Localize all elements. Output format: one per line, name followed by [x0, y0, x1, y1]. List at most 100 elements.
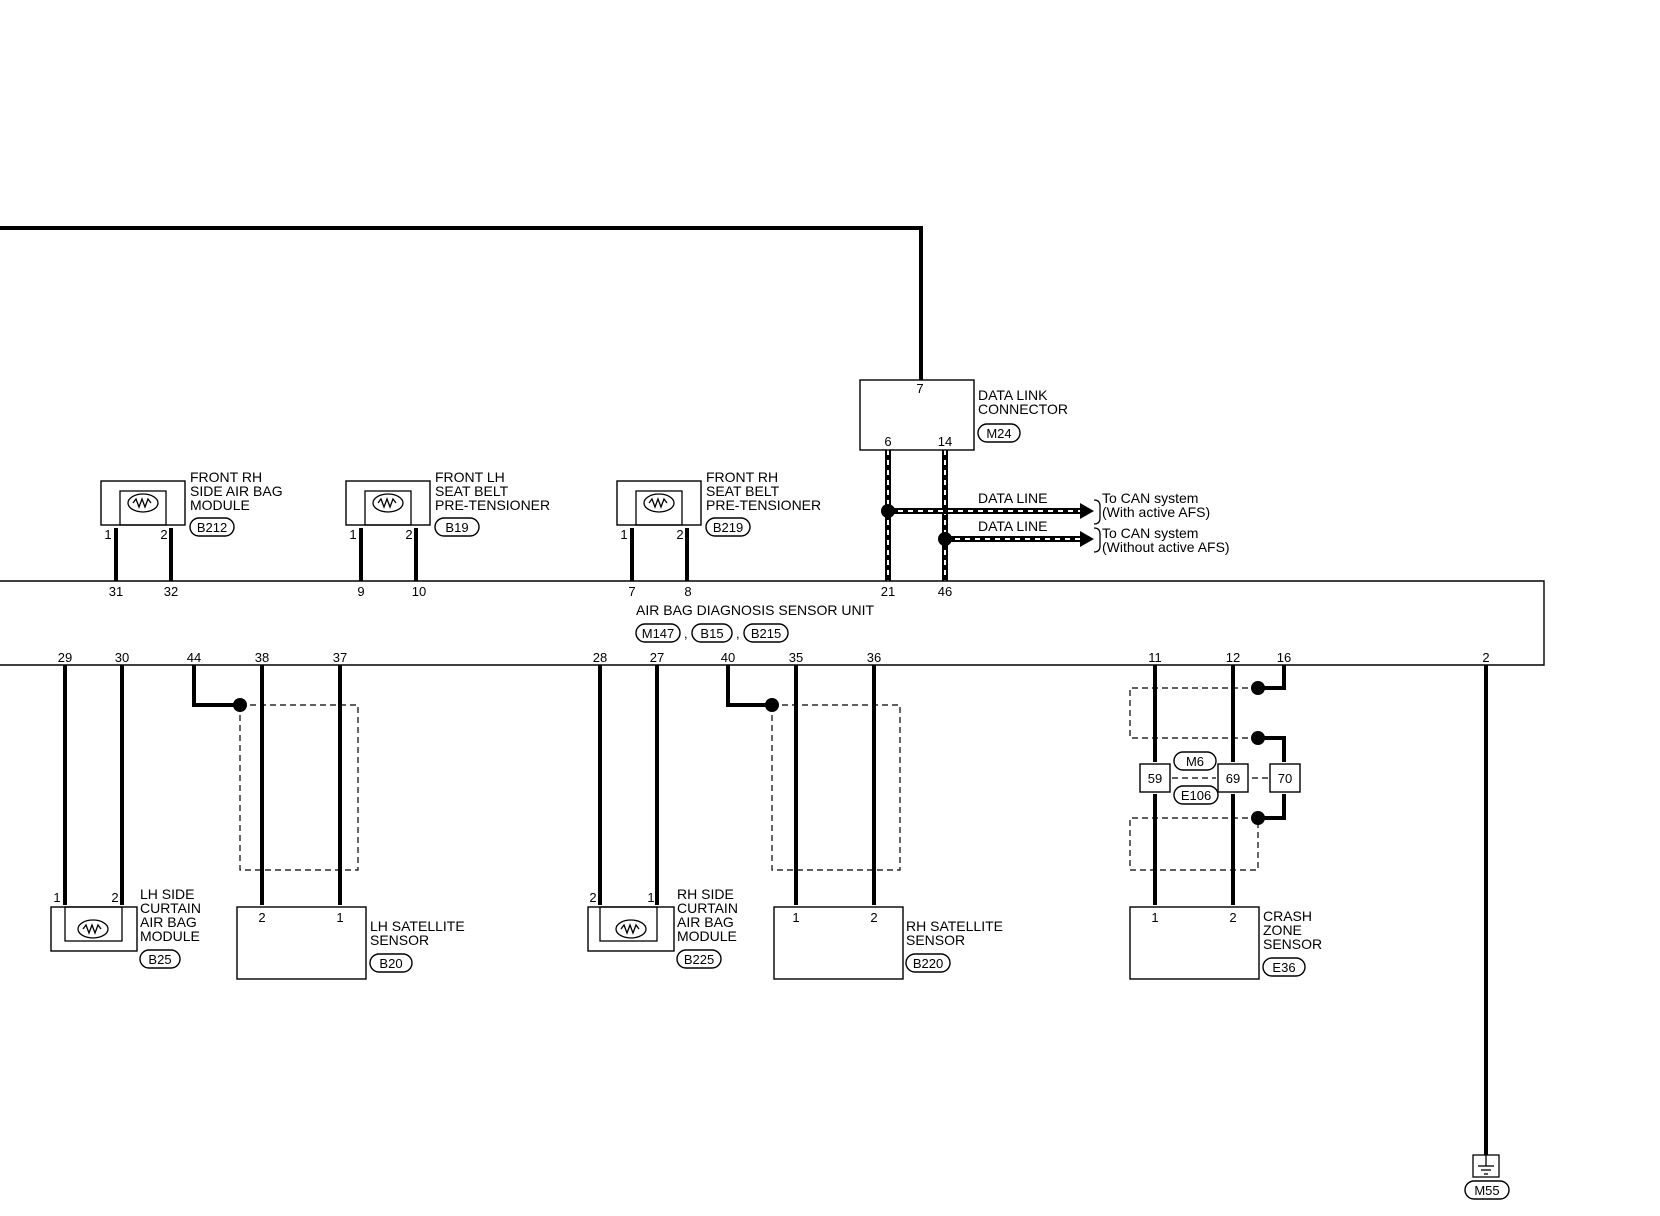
b225-pin-1: 1 [647, 890, 654, 905]
airbag-unit-separator-2: , [736, 626, 740, 641]
e36-pin-1: 1 [1151, 910, 1158, 925]
unit-pin-7: 7 [628, 584, 635, 599]
data-line-dest-2b: (Without active AFS) [1102, 539, 1230, 555]
b220-pin-1: 1 [792, 910, 799, 925]
unit-pin-38: 38 [255, 650, 269, 665]
b25-pin-2: 2 [111, 890, 118, 905]
b19-pin-2: 2 [405, 527, 412, 542]
b25-pin-1: 1 [53, 890, 60, 905]
joint-tag-e106: E106 [1181, 788, 1211, 803]
unit-pin-32: 32 [164, 584, 178, 599]
b212-name-2: SIDE AIR BAG [190, 483, 283, 499]
data-line-labels: DATA LINE DATA LINE To CAN system (With … [978, 490, 1230, 555]
b20-name-2: SENSOR [370, 932, 429, 948]
b212-pin-2: 2 [160, 527, 167, 542]
data-link-connector: 7 6 14 DATA LINK CONNECTOR M24 [859, 379, 1068, 451]
rh-side-curtain-airbag: 2 1 RH SIDE CURTAIN AIR BAG MODULE B225 [587, 886, 738, 969]
lh-satellite-sensor: 2 1 LH SATELLITE SENSOR B20 [236, 906, 465, 980]
unit-pin-28: 28 [593, 650, 607, 665]
e36-name-2: ZONE [1263, 922, 1302, 938]
squib-icon [643, 493, 675, 513]
airbag-unit-connector-1: M147 [642, 626, 675, 641]
front-rh-pretensioner: 1 2 FRONT RH SEAT BELT PRE-TENSIONER B21… [616, 469, 821, 542]
data-line-dest-1a: To CAN system [1102, 490, 1198, 506]
b19-connector-tag: B19 [445, 520, 468, 535]
b212-name-3: MODULE [190, 497, 250, 513]
b25-name-4: MODULE [140, 928, 200, 944]
rh-satellite-sensor: 1 2 RH SATELLITE SENSOR B220 [773, 906, 1003, 980]
b212-pin-1: 1 [104, 527, 111, 542]
unit-pin-37: 37 [333, 650, 347, 665]
unit-pin-27: 27 [650, 650, 664, 665]
b219-pin-1: 1 [620, 527, 627, 542]
e36-name-3: SENSOR [1263, 936, 1322, 952]
shield-rh-satellite [771, 704, 901, 871]
b219-name-3: PRE-TENSIONER [706, 497, 821, 513]
b219-connector-tag: B219 [713, 520, 743, 535]
joint-pin-69: 69 [1226, 771, 1240, 786]
unit-pin-16: 16 [1277, 650, 1291, 665]
b225-connector-tag: B225 [684, 952, 714, 967]
unit-pin-8: 8 [684, 584, 691, 599]
b20-name-1: LH SATELLITE [370, 918, 465, 934]
b19-name-3: PRE-TENSIONER [435, 497, 550, 513]
b19-name-1: FRONT LH [435, 469, 505, 485]
unit-pin-44: 44 [187, 650, 201, 665]
wire-pin40-shield [726, 665, 772, 707]
e36-connector-tag: E36 [1272, 960, 1295, 975]
dlc-name-1: DATA LINK [978, 387, 1048, 403]
unit-pin-10: 10 [412, 584, 426, 599]
b225-pin-2: 2 [589, 890, 596, 905]
b212-connector-tag: B212 [197, 520, 227, 535]
dlc-pin-6: 6 [884, 434, 891, 449]
wire-shield-70 [1258, 736, 1286, 762]
b25-name-3: AIR BAG [140, 914, 197, 930]
b20-connector-tag: B20 [379, 956, 402, 971]
b219-name-1: FRONT RH [706, 469, 778, 485]
ground-connector-tag: M55 [1474, 1183, 1499, 1198]
can-lines [881, 450, 1094, 581]
dlc-name-2: CONNECTOR [978, 401, 1068, 417]
dlc-connector-tag: M24 [986, 426, 1011, 441]
squib-icon [77, 919, 109, 939]
b19-name-2: SEAT BELT [435, 483, 509, 499]
b225-name-3: AIR BAG [677, 914, 734, 930]
ground-m55: M55 [1464, 1154, 1510, 1200]
airbag-diagnosis-sensor-unit: AIR BAG DIAGNOSIS SENSOR UNIT M147 , B15… [0, 580, 1545, 666]
b219-name-2: SEAT BELT [706, 483, 780, 499]
unit-pin-29: 29 [58, 650, 72, 665]
b20-pin-1: 1 [336, 910, 343, 925]
unit-pin-30: 30 [115, 650, 129, 665]
airbag-unit-name: AIR BAG DIAGNOSIS SENSOR UNIT [636, 602, 874, 618]
b225-name-4: MODULE [677, 928, 737, 944]
b220-connector-tag: B220 [913, 956, 943, 971]
joint-connector: 59 69 70 M6 E106 [1139, 751, 1301, 805]
b219-pin-2: 2 [676, 527, 683, 542]
unit-pin-46: 46 [938, 584, 952, 599]
squib-icon [372, 493, 404, 513]
joint-pin-70: 70 [1278, 771, 1292, 786]
joint-pin-59: 59 [1148, 771, 1162, 786]
unit-pin-35: 35 [789, 650, 803, 665]
unit-pin-2: 2 [1482, 650, 1489, 665]
b225-name-2: CURTAIN [677, 900, 738, 916]
airbag-unit-connector-2: B15 [700, 626, 723, 641]
unit-pin-12: 12 [1226, 650, 1240, 665]
b19-pin-1: 1 [349, 527, 356, 542]
unit-pin-40: 40 [721, 650, 735, 665]
shield-lh-satellite [239, 704, 359, 871]
e36-name-1: CRASH [1263, 908, 1312, 924]
b225-name-1: RH SIDE [677, 886, 734, 902]
wire-data-link-supply [0, 226, 923, 380]
b25-name-2: CURTAIN [140, 900, 201, 916]
crash-zone-sensor: 1 2 CRASH ZONE SENSOR E36 [1129, 906, 1322, 980]
unit-pin-31: 31 [109, 584, 123, 599]
wires [0, 226, 1488, 1155]
b20-pin-2: 2 [258, 910, 265, 925]
wire-pin16-shield [1258, 665, 1286, 690]
dlc-pin-14: 14 [938, 434, 952, 449]
airbag-unit-separator-1: , [684, 626, 688, 641]
joint-tag-m6: M6 [1186, 754, 1204, 769]
dlc-pin-7: 7 [916, 381, 923, 396]
e36-pin-2: 2 [1229, 910, 1236, 925]
